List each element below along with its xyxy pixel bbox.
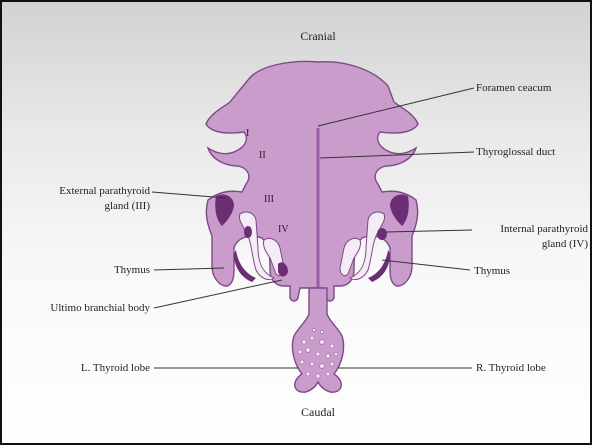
leader-ultimo: [154, 280, 282, 308]
right-thyroid-lobe-label: R. Thyroid lobe: [476, 362, 546, 374]
internal-parathyroid-right: [377, 228, 387, 240]
internal-parathyroid-left: [244, 226, 252, 238]
left-thyroid-lobe-label: L. Thyroid lobe: [81, 362, 150, 374]
pouch-number-2: II: [259, 150, 266, 161]
cranial-label: Cranial: [300, 29, 336, 43]
foramen-caecum-label: Foramen ceacum: [476, 82, 552, 94]
caudal-label: Caudal: [301, 405, 336, 419]
pouch-number-4: IV: [278, 224, 289, 235]
thyroglossal-duct-label: Thyroglossal duct: [476, 146, 555, 158]
internal-parathyroid-label-line1: Internal parathyroid: [500, 223, 588, 235]
external-parathyroid-label-line1: External parathyroid: [59, 185, 150, 197]
pouch-number-3: III: [264, 194, 274, 205]
pouch-number-1: I: [246, 128, 249, 139]
thymus-left-label: Thymus: [114, 264, 150, 276]
external-parathyroid-label-line2: gland (III): [104, 200, 150, 212]
internal-parathyroid-label-line2: gland (IV): [542, 238, 588, 250]
ultimo-branchial-label: Ultimo branchial body: [50, 302, 150, 314]
thymus-right-label: Thymus: [474, 265, 510, 277]
